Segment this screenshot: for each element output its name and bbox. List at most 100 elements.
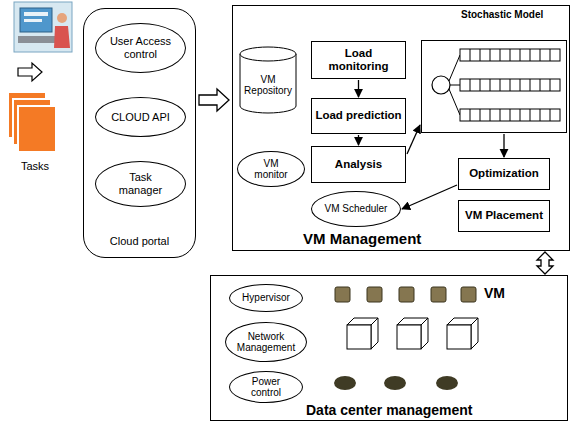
text-holder: Optimization bbox=[469, 167, 539, 180]
process-box: Load prediction bbox=[311, 98, 406, 134]
management-panel: VM ManagementVM RepositoryLoad monitorin… bbox=[232, 5, 570, 251]
flow-arrow bbox=[503, 134, 504, 157]
text-holder: Load monitoring bbox=[315, 47, 402, 73]
portal-panel: Cloud portal User Access controlCLOUD API… bbox=[83, 8, 196, 258]
text-holder: VM Repository bbox=[243, 74, 293, 97]
process-box: Optimization bbox=[458, 158, 550, 190]
text-holder: VM monitor bbox=[246, 158, 296, 181]
user-picture-frame bbox=[14, 2, 72, 52]
keyboard bbox=[18, 36, 56, 43]
node-text: VM Placement bbox=[465, 209, 543, 222]
node-text: Load prediction bbox=[315, 109, 401, 122]
queue-slot bbox=[530, 49, 531, 61]
cube-front bbox=[397, 325, 421, 349]
queue-slot bbox=[530, 109, 531, 121]
monitor-screen bbox=[20, 8, 52, 32]
queue-slot bbox=[540, 49, 541, 61]
panel-title: Cloud portal bbox=[84, 235, 195, 248]
vm-square bbox=[461, 287, 476, 302]
queue-slot bbox=[510, 49, 511, 61]
text-holder: Power control bbox=[239, 376, 294, 399]
portal-ellipse: CLOUD API bbox=[95, 97, 186, 137]
repository-cylinder: VM Repository bbox=[239, 46, 297, 114]
queue-slot bbox=[490, 109, 491, 121]
queue-slot bbox=[520, 109, 521, 121]
queue-slot bbox=[550, 49, 551, 61]
queue-slot bbox=[490, 49, 491, 61]
monitor-ellipse: VM monitor bbox=[237, 151, 305, 187]
flow-arrow bbox=[358, 135, 359, 145]
component-ellipse: Hypervisor bbox=[229, 284, 303, 312]
node-text: CLOUD API bbox=[111, 111, 170, 124]
person-head bbox=[57, 13, 67, 23]
hollow-arrow bbox=[18, 63, 42, 81]
queue-slot bbox=[550, 109, 551, 121]
queue-slot bbox=[500, 109, 501, 121]
cube-front bbox=[447, 325, 471, 349]
queue-link bbox=[450, 85, 460, 86]
cylinder-body bbox=[240, 54, 296, 113]
queue-bar bbox=[460, 109, 560, 121]
queue-link bbox=[449, 89, 460, 115]
queue-slot bbox=[470, 79, 471, 91]
text-holder: Analysis bbox=[335, 158, 382, 171]
node-text: VM monitor bbox=[246, 158, 296, 181]
text-holder: Load prediction bbox=[315, 109, 401, 122]
cube-front bbox=[347, 325, 371, 349]
queue-slot bbox=[510, 109, 511, 121]
queue-slot bbox=[480, 79, 481, 91]
node-text: Load monitoring bbox=[315, 47, 402, 73]
cube-group bbox=[347, 318, 478, 349]
scheduler-ellipse: VM Scheduler bbox=[311, 191, 401, 227]
node-text: Power control bbox=[239, 376, 294, 399]
component-ellipse: Network Management bbox=[225, 322, 307, 362]
node-text: Optimization bbox=[469, 167, 539, 180]
text-holder: Network Management bbox=[236, 331, 297, 354]
vm-square bbox=[399, 287, 414, 302]
power-oval bbox=[384, 376, 406, 390]
queue-slot bbox=[480, 109, 481, 121]
process-box: Analysis bbox=[311, 146, 406, 183]
text-holder: VM Scheduler bbox=[325, 203, 388, 215]
queue-slot bbox=[540, 79, 541, 91]
queue-slot bbox=[500, 49, 501, 61]
portal-ellipse: Task manager bbox=[95, 161, 186, 207]
node-text: Analysis bbox=[335, 158, 382, 171]
flow-arrow bbox=[358, 80, 359, 97]
screen-line bbox=[24, 19, 42, 22]
block-arrow bbox=[199, 89, 229, 111]
process-box: Load monitoring bbox=[311, 41, 406, 79]
model-box: Stochastic Model bbox=[421, 6, 567, 133]
node-text: Network Management bbox=[236, 331, 297, 354]
task-page bbox=[18, 106, 56, 152]
cube-side bbox=[371, 318, 378, 349]
vm-label: VM bbox=[484, 285, 505, 301]
queue-link bbox=[449, 55, 460, 81]
queue-slot bbox=[520, 49, 521, 61]
tasks-label: Tasks bbox=[21, 160, 49, 172]
flow-arrow bbox=[407, 125, 420, 154]
process-box: VM Placement bbox=[458, 200, 550, 232]
text-holder: CLOUD API bbox=[111, 111, 170, 124]
queue-slot bbox=[470, 109, 471, 121]
queue-slot bbox=[520, 79, 521, 91]
text-holder: Hypervisor bbox=[242, 292, 290, 304]
component-ellipse: Power control bbox=[229, 371, 303, 403]
text-holder: User Access control bbox=[107, 35, 174, 60]
vm-square bbox=[431, 287, 446, 302]
queue-slot bbox=[500, 79, 501, 91]
cube-side bbox=[471, 318, 478, 349]
queue-slot bbox=[470, 49, 471, 61]
portal-ellipse: User Access control bbox=[95, 23, 186, 73]
panel-title: Data center management bbox=[306, 402, 473, 418]
node-text: VM Repository bbox=[243, 74, 293, 97]
person-body bbox=[54, 26, 70, 48]
power-oval bbox=[436, 376, 458, 390]
cylinder-top bbox=[240, 47, 296, 61]
node-text: VM Scheduler bbox=[325, 203, 388, 215]
queue-group bbox=[460, 49, 560, 121]
node-text: User Access control bbox=[107, 35, 174, 60]
queue-bar bbox=[460, 49, 560, 61]
cube-side bbox=[421, 318, 428, 349]
